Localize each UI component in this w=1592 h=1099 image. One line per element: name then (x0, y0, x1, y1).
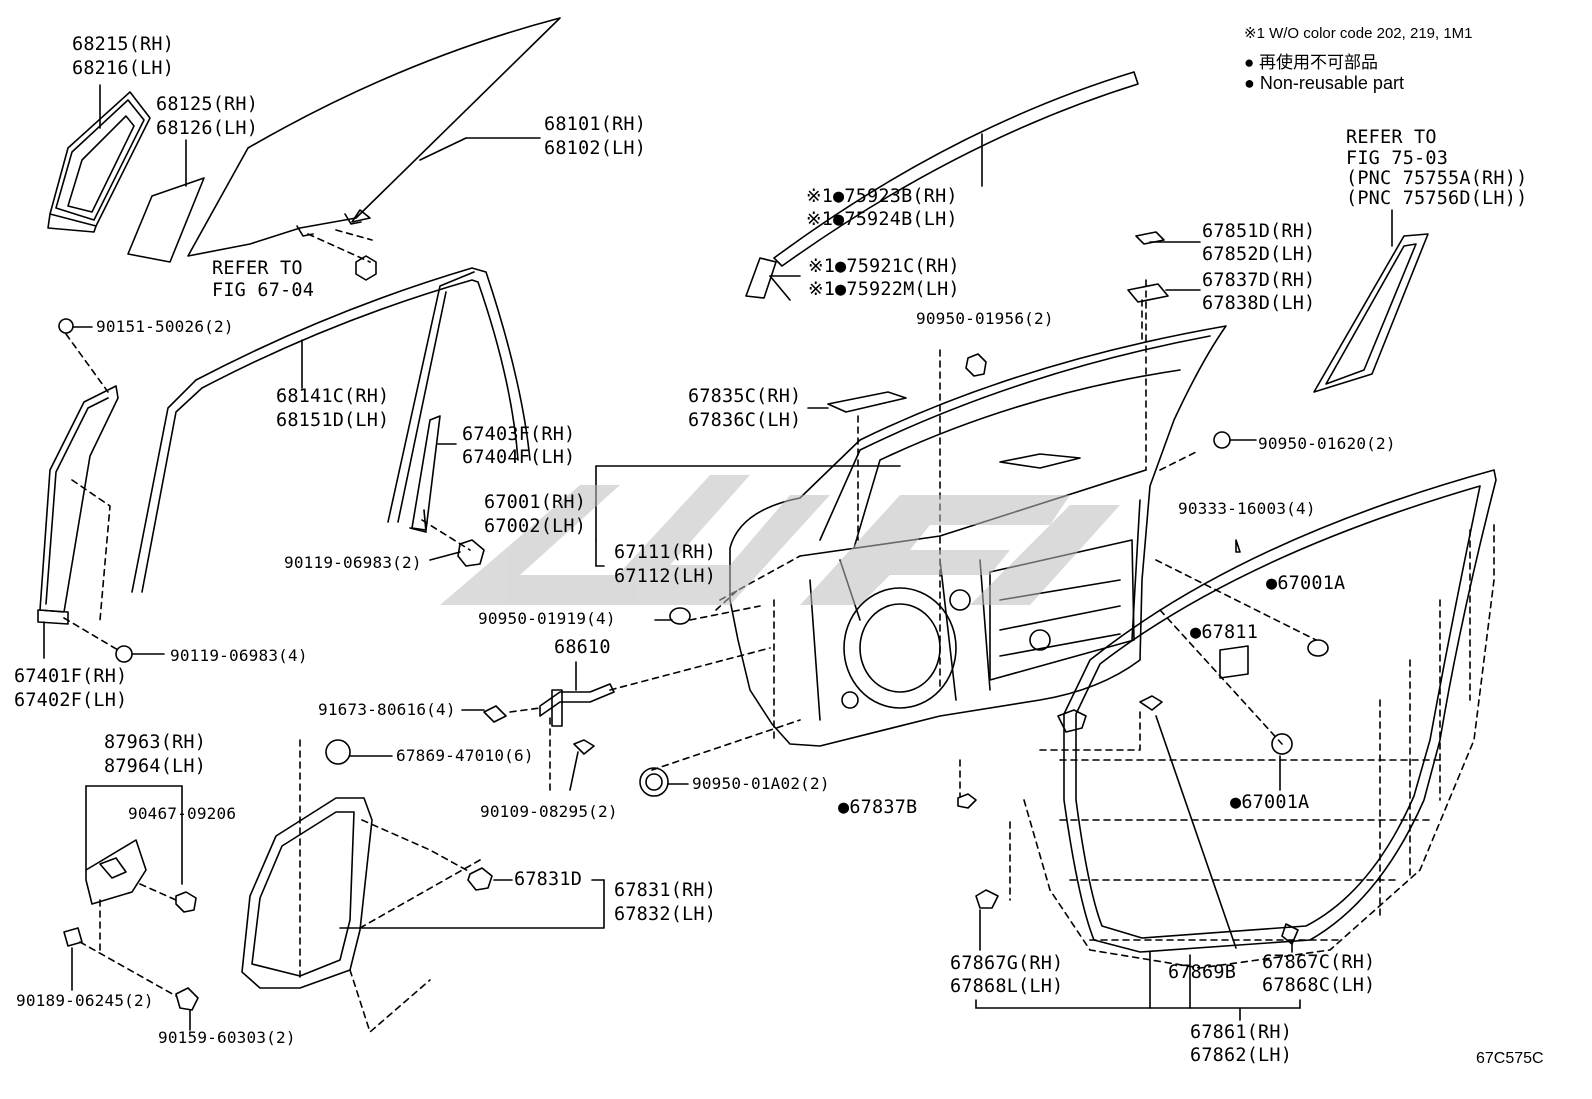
part-label-67831[interactable]: 67831(RH) (614, 880, 717, 901)
part-label-67001[interactable]: 67001(RH) (484, 492, 587, 513)
part-label-67861[interactable]: 67861(RH) (1190, 1022, 1293, 1043)
part-label-67869B[interactable]: 67869B (1168, 962, 1237, 983)
door-garnish (1313, 209, 1429, 393)
part-label-90151[interactable]: 90151-50026(2) (96, 317, 234, 336)
part-label-67837B[interactable]: ●67837B (838, 797, 918, 818)
mirror-bracket (63, 785, 199, 1031)
part-label-90333-16003[interactable]: 90333-16003(4) (1178, 499, 1316, 518)
part-label-67852D[interactable]: 67852D(LH) (1202, 244, 1316, 265)
clips-and-fasteners (639, 231, 1329, 953)
part-label-91673-80616[interactable]: 91673-80616(4) (318, 700, 456, 719)
part-label-67001A-upper[interactable]: ●67001A (1266, 573, 1346, 594)
part-label-75923B[interactable]: ※1●75923B(RH) (806, 186, 958, 207)
part-label-67862[interactable]: 67862(LH) (1190, 1045, 1293, 1066)
part-label-90950-01A02[interactable]: 90950-01A02(2) (692, 774, 830, 793)
part-label-67832[interactable]: 67832(LH) (614, 904, 717, 925)
refer-note-2-line-1: REFER TO (1346, 127, 1437, 148)
part-label-87963[interactable]: 87963(RH) (104, 732, 207, 753)
division-bar (409, 415, 485, 567)
small-glass-piece (127, 139, 205, 263)
part-label-67404F[interactable]: 67404F(LH) (462, 447, 576, 468)
part-label-67837D[interactable]: 67837D(RH) (1202, 270, 1316, 291)
part-label-87964[interactable]: 87964(LH) (104, 756, 207, 777)
refer-note-1-line-2: FIG 67-04 (212, 280, 315, 301)
part-label-67836C[interactable]: 67836C(LH) (688, 410, 802, 431)
part-label-67811[interactable]: ●67811 (1190, 622, 1259, 643)
part-label-68141C[interactable]: 68141C(RH) (276, 386, 390, 407)
door-check (461, 647, 771, 791)
service-hole-cover (241, 739, 605, 1033)
part-label-68151D[interactable]: 68151D(LH) (276, 410, 390, 431)
part-label-67867C[interactable]: 67867C(RH) (1262, 952, 1376, 973)
part-label-90119-2[interactable]: 90119-06983(2) (284, 553, 422, 572)
part-label-90950-01956[interactable]: 90950-01956(2) (916, 309, 1054, 328)
legend-note-3: ● Non-reusable part (1244, 73, 1404, 93)
quarter-window-glass (47, 84, 151, 233)
part-label-67869-47010[interactable]: 67869-47010(6) (396, 746, 534, 765)
part-label-90950-01919[interactable]: 90950-01919(4) (478, 609, 616, 628)
part-label-67867G[interactable]: 67867G(RH) (950, 953, 1064, 974)
watermark-logo (440, 475, 1120, 605)
door-glass-run (131, 267, 531, 593)
part-label-67831D[interactable]: 67831D (514, 869, 583, 890)
part-label-67401F[interactable]: 67401F(RH) (14, 666, 128, 687)
part-label-90109-08295[interactable]: 90109-08295(2) (480, 802, 618, 821)
part-label-67851D[interactable]: 67851D(RH) (1202, 221, 1316, 242)
part-label-68215[interactable]: 68215(RH) (72, 34, 175, 55)
part-label-68126[interactable]: 68126(LH) (156, 118, 259, 139)
legend-note-2: ● 再使用不可部品 (1244, 53, 1378, 72)
part-label-67001A-lower[interactable]: ●67001A (1230, 792, 1310, 813)
part-label-67403F[interactable]: 67403F(RH) (462, 424, 576, 445)
refer-note-2-line-4: (PNC 75756D(LH)) (1346, 188, 1528, 209)
part-label-75922M[interactable]: ※1●75922M(LH) (808, 279, 960, 300)
part-label-68102[interactable]: 68102(LH) (544, 138, 647, 159)
part-label-90119-4[interactable]: 90119-06983(4) (170, 646, 308, 665)
door-weatherstrip (975, 469, 1497, 1021)
refer-note-2-line-2: FIG 75-03 (1346, 148, 1449, 169)
part-label-90950-01620[interactable]: 90950-01620(2) (1258, 434, 1396, 453)
part-label-75921C[interactable]: ※1●75921C(RH) (808, 256, 960, 277)
part-label-68101[interactable]: 68101(RH) (544, 114, 647, 135)
part-label-68216[interactable]: 68216(LH) (72, 58, 175, 79)
part-label-67402F[interactable]: 67402F(LH) (14, 690, 128, 711)
rear-glass-run-channel (37, 318, 165, 663)
main-door-glass (187, 17, 561, 281)
part-label-67111[interactable]: 67111(RH) (614, 542, 717, 563)
part-label-67002[interactable]: 67002(LH) (484, 516, 587, 537)
legend-note-1: ※1 W/O color code 202, 219, 1M1 (1244, 25, 1473, 42)
part-label-67112[interactable]: 67112(LH) (614, 566, 717, 587)
figure-code: 67C575C (1476, 1050, 1544, 1067)
part-label-90467-09206[interactable]: 90467-09206 (128, 804, 237, 823)
part-label-67868C[interactable]: 67868C(LH) (1262, 975, 1376, 996)
part-label-90189-06245[interactable]: 90189-06245(2) (16, 991, 154, 1010)
part-label-67838D[interactable]: 67838D(LH) (1202, 293, 1316, 314)
refer-note-1-line-1: REFER TO (212, 258, 303, 279)
part-label-67835C[interactable]: 67835C(RH) (688, 386, 802, 407)
part-label-90159-60303[interactable]: 90159-60303(2) (158, 1028, 296, 1047)
refer-note-2-line-3: (PNC 75755A(RH)) (1346, 168, 1528, 189)
part-label-75924B[interactable]: ※1●75924B(LH) (806, 209, 958, 230)
belt-moulding (745, 71, 1139, 301)
part-label-68125[interactable]: 68125(RH) (156, 94, 259, 115)
part-label-67868L[interactable]: 67868L(LH) (950, 976, 1064, 997)
part-label-68610[interactable]: 68610 (554, 637, 611, 658)
